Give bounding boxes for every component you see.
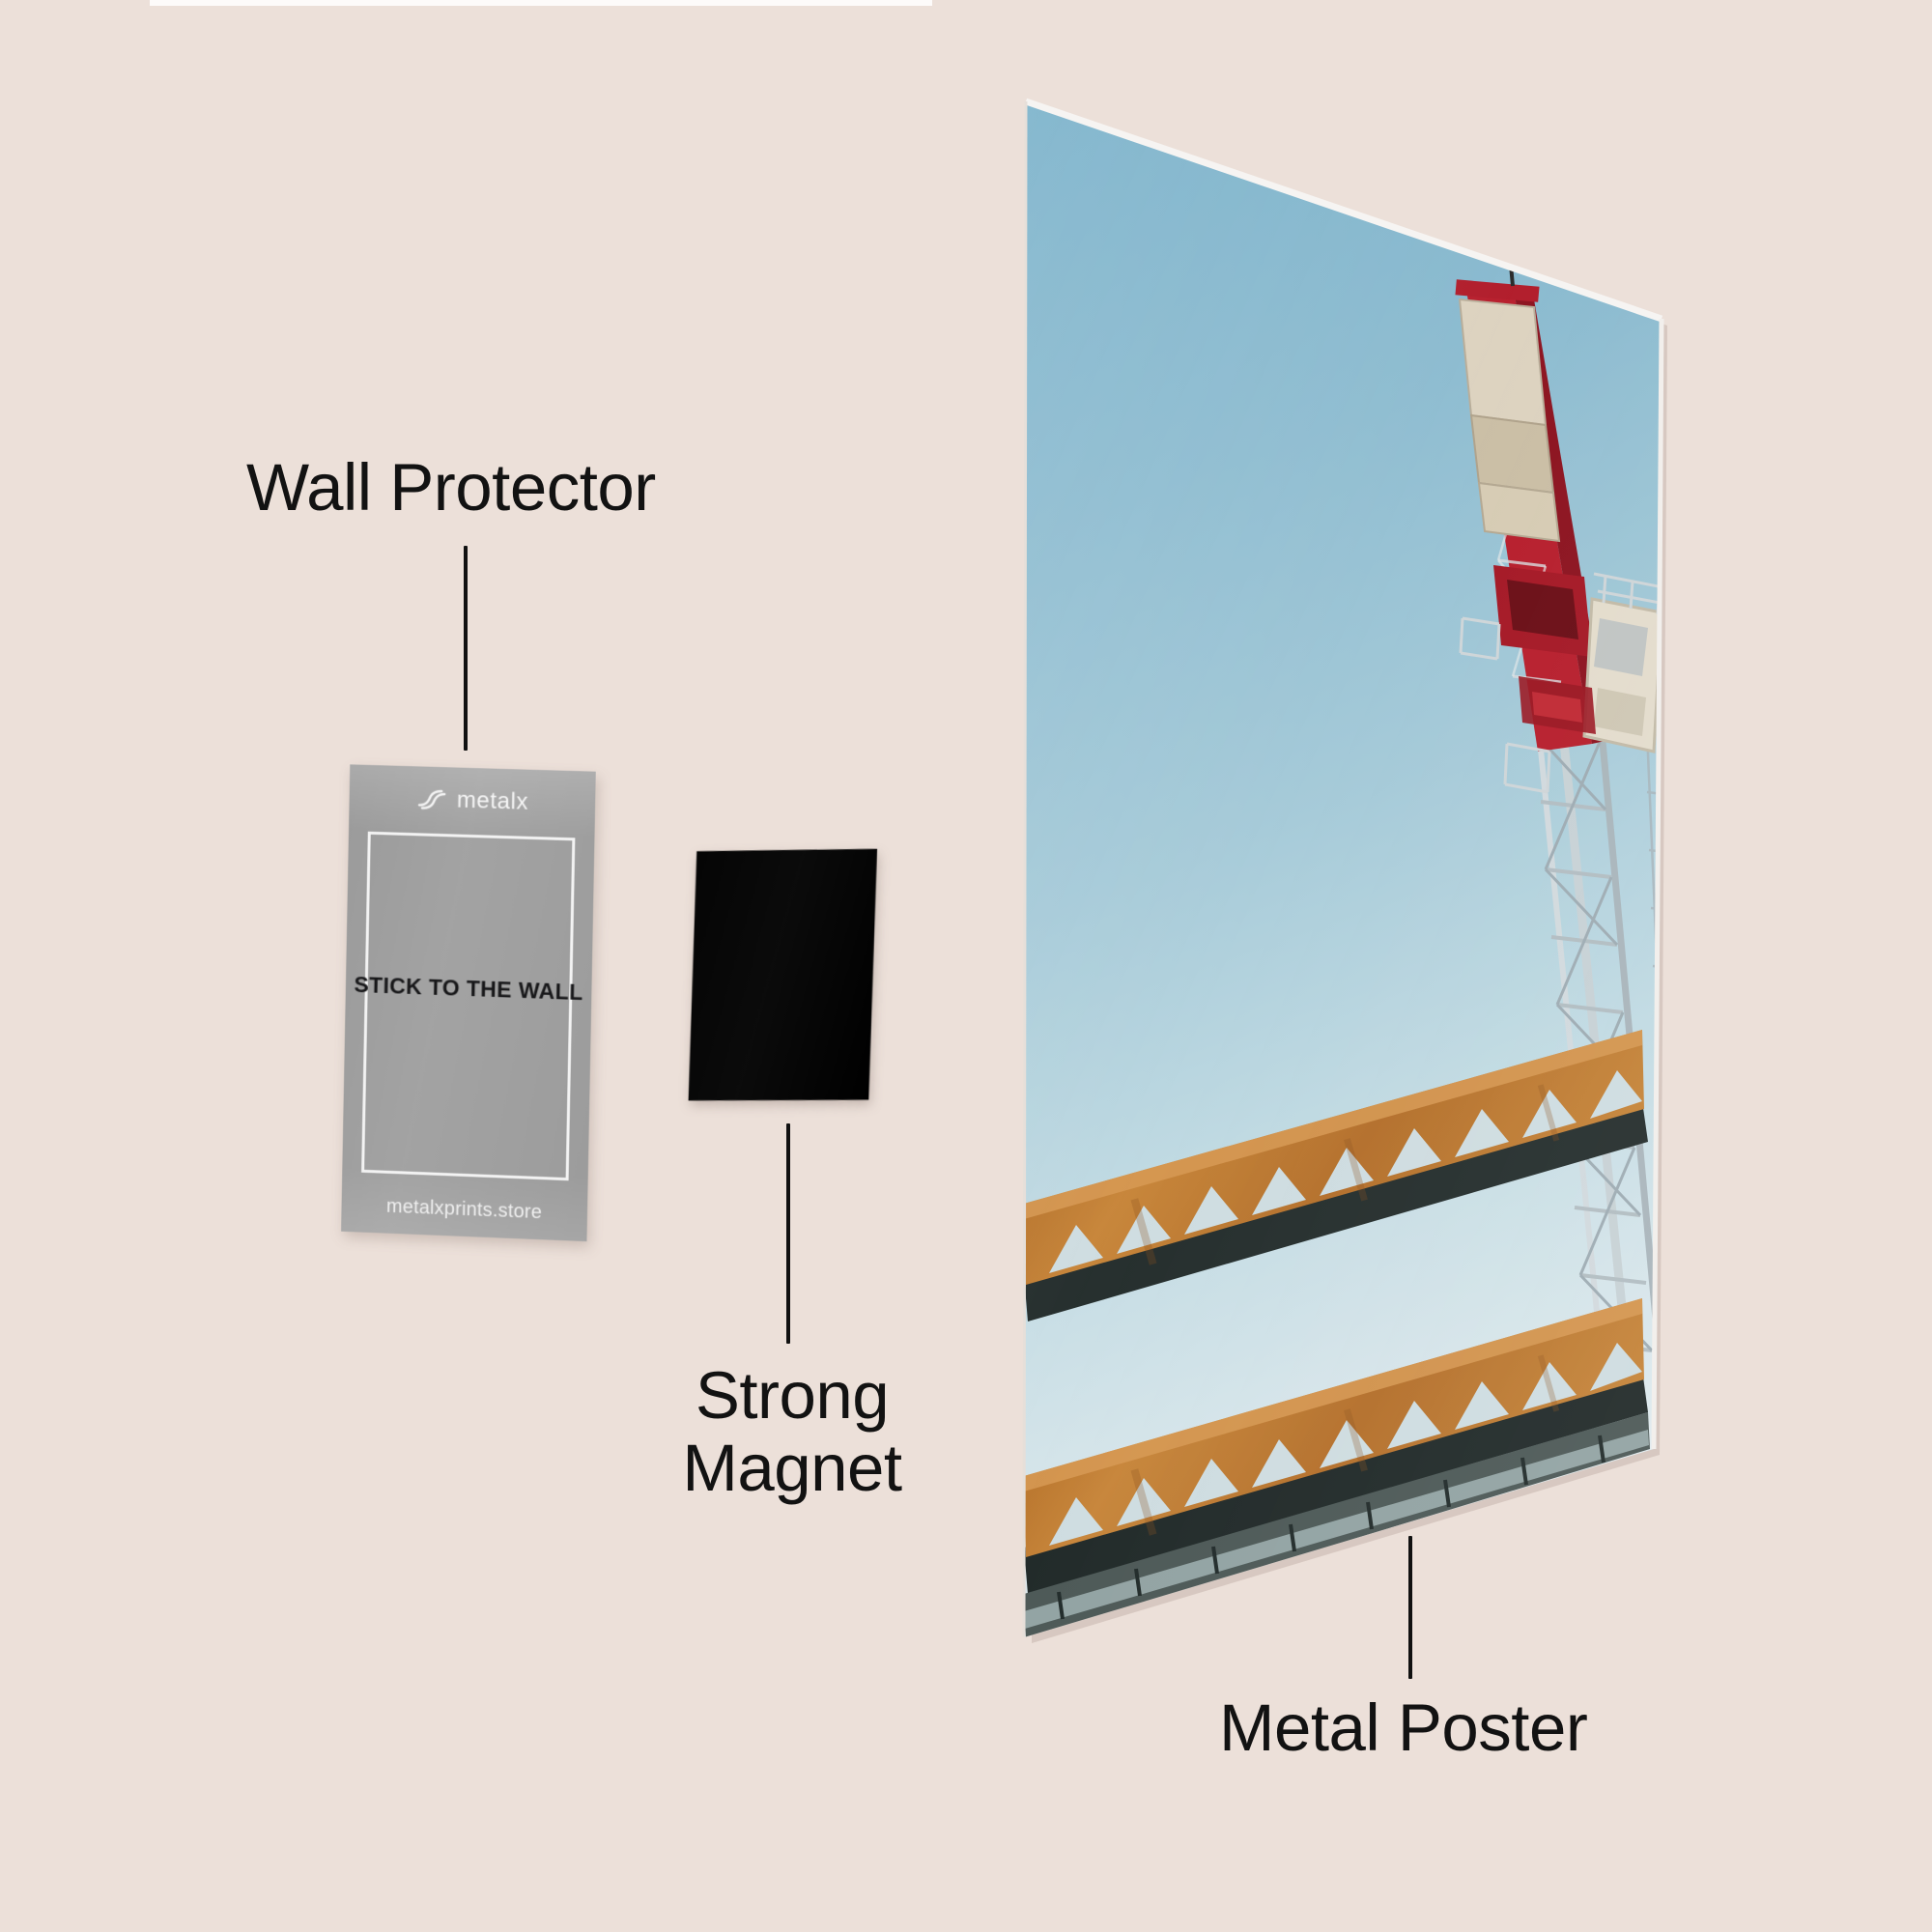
crane-lattice-tower — [1531, 668, 1662, 1419]
strong-magnet-swatch — [689, 845, 877, 1105]
label-metal-poster: Metal Poster — [1219, 1690, 1588, 1765]
top-white-strip — [150, 0, 932, 6]
poster-image — [1024, 101, 1662, 1637]
leader-line-metal-poster — [1408, 1536, 1412, 1679]
card-inner-frame — [361, 831, 576, 1181]
magnet-surface — [689, 845, 877, 1105]
metalx-pinwheel-logo-icon — [415, 790, 446, 810]
poster-top-edge — [1024, 98, 1663, 323]
truss-beam-lower — [1024, 1298, 1648, 1594]
label-strong-magnet-line1: Strong — [695, 1358, 890, 1433]
bridge-deck-railing — [1024, 1412, 1650, 1637]
wall-protector-card: metalx STICK TO THE WALL metalxprints.st… — [341, 764, 596, 1242]
brand-name: metalx — [456, 786, 529, 815]
crane-secondary-mast — [1640, 613, 1662, 1208]
poster-left-edge — [1022, 100, 1028, 1638]
truss-beam-upper — [1024, 1030, 1648, 1321]
poster-gloss — [1024, 101, 1662, 1637]
label-strong-magnet-line2: Magnet — [682, 1430, 902, 1505]
poster-shadow — [1032, 108, 1667, 1643]
leader-line-strong-magnet — [786, 1123, 790, 1344]
crane-red-jib — [1455, 242, 1662, 794]
sky — [1024, 101, 1662, 1637]
brand-logo: metalx — [349, 783, 595, 818]
label-wall-protector: Wall Protector — [246, 450, 656, 525]
poster-right-edge — [1651, 318, 1664, 1450]
leader-line-wall-protector — [464, 546, 468, 751]
